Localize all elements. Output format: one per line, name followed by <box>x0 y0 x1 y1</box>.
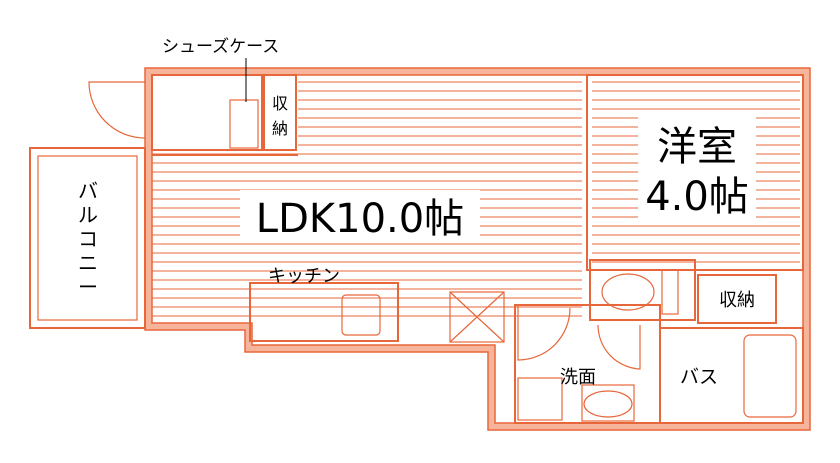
western-room-label-2: 4.0帖 <box>645 174 749 220</box>
toilet-tank <box>661 269 679 315</box>
balcony-label-1: バ <box>78 179 98 203</box>
toilet-room <box>589 259 696 321</box>
western-room-label-1: 洋室 <box>657 124 737 170</box>
entrance-door <box>88 81 146 139</box>
western-label-bg <box>638 112 756 222</box>
balcony-label-3: コ <box>78 227 98 251</box>
shoe-case-label: シューズケース <box>162 37 279 57</box>
kitchen-label: キッチン <box>268 266 340 287</box>
small-storage <box>263 74 297 151</box>
ldk-label-bg <box>240 190 480 240</box>
toilet-bowl <box>601 273 655 311</box>
basin-counter <box>581 384 635 422</box>
ldk-label: LDK10.0帖 <box>256 196 464 242</box>
kitchen-sink <box>341 294 381 336</box>
shoe-case-box <box>229 99 259 149</box>
washroom-label: 洗面 <box>560 367 596 388</box>
bath-label: バス <box>680 366 718 388</box>
washroom-door <box>517 305 571 361</box>
small-storage-label-2: 納 <box>272 119 288 138</box>
balcony-label-2: ル <box>78 203 98 227</box>
refrigerator-space <box>449 291 505 343</box>
bathtub <box>743 334 797 418</box>
storage-room <box>697 274 777 324</box>
balcony-label-5: ー <box>78 275 98 299</box>
balcony-label-4: ニ <box>78 251 98 275</box>
balcony-inner <box>37 155 138 321</box>
washing-machine <box>517 377 563 421</box>
small-storage-label-1: 収 <box>272 94 288 113</box>
toilet-door <box>597 324 641 370</box>
kitchen-counter <box>249 282 399 342</box>
storage-label: 収納 <box>719 290 755 311</box>
entrance-room <box>151 74 263 151</box>
fridge-diag-2 <box>449 291 505 343</box>
wash-basin <box>583 390 633 418</box>
ldk-floor: (function(){ var g = document.currentScr… <box>152 81 800 317</box>
washroom-area <box>514 304 661 424</box>
balcony-outer <box>29 147 146 329</box>
